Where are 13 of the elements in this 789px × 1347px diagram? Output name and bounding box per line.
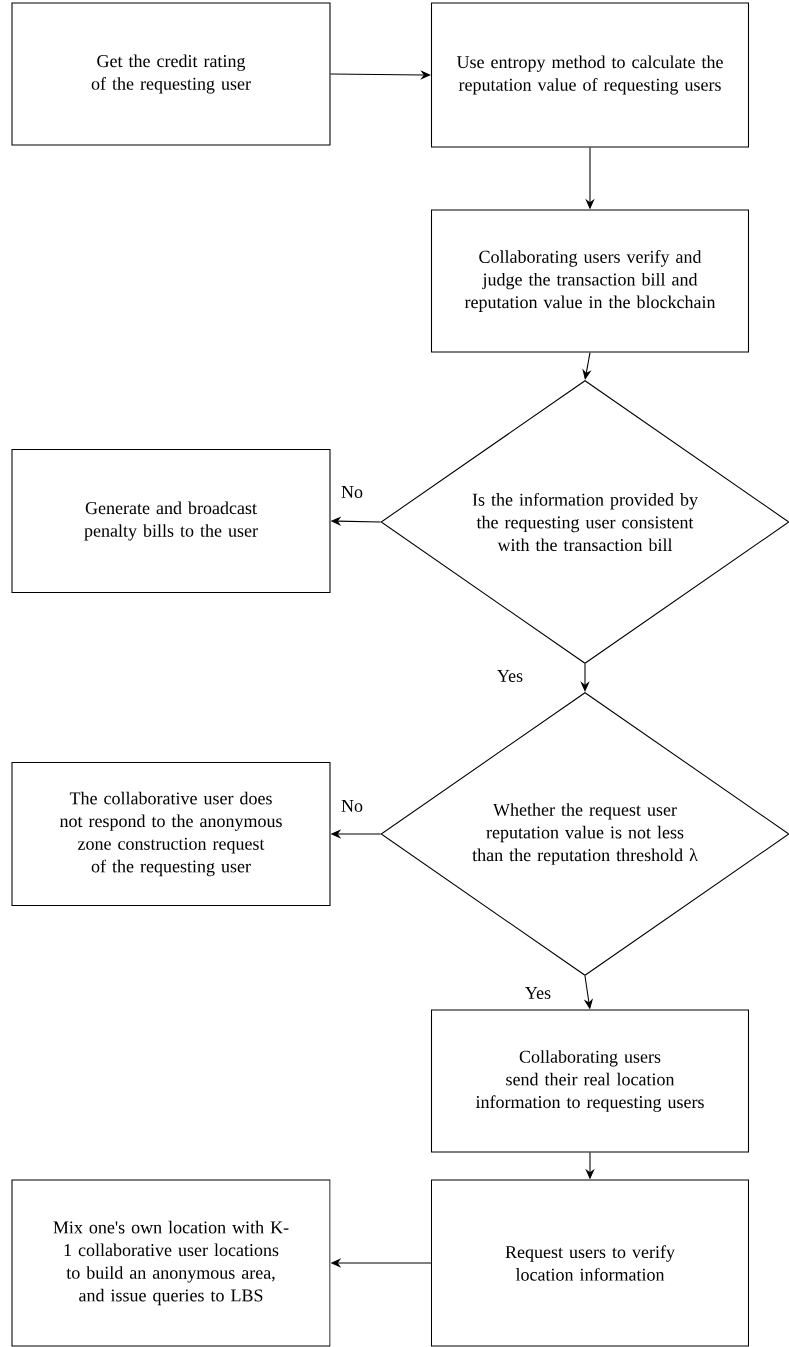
process-box: Collaborating users verify and judge the transaction bill and reputation value in the blockchain — [430, 209, 750, 353]
process-box: Generate and broadcast penalty bills to the user — [11, 448, 331, 594]
process-box: Collaborating users send their real location information to requesting users — [430, 1009, 750, 1153]
edge-label: Yes — [523, 985, 553, 1001]
edge-label: Yes — [495, 668, 525, 684]
arrow — [582, 352, 592, 380]
process-box: Use entropy method to calculate the reputation value of requesting users — [430, 2, 750, 148]
process-box: Get the credit rating of the requesting user — [11, 2, 331, 146]
edge-label: No — [339, 798, 365, 814]
process-box: Mix one's own location with K-1 collaborative user locations to build an anonymous area, and issue queries to LBS — [11, 1179, 331, 1347]
process-box: The collaborative user does not respond to the anonymous zone construction request of the requesting user — [11, 761, 331, 907]
edge-label: No — [339, 484, 365, 500]
process-box: Request users to verify location information — [430, 1179, 750, 1347]
